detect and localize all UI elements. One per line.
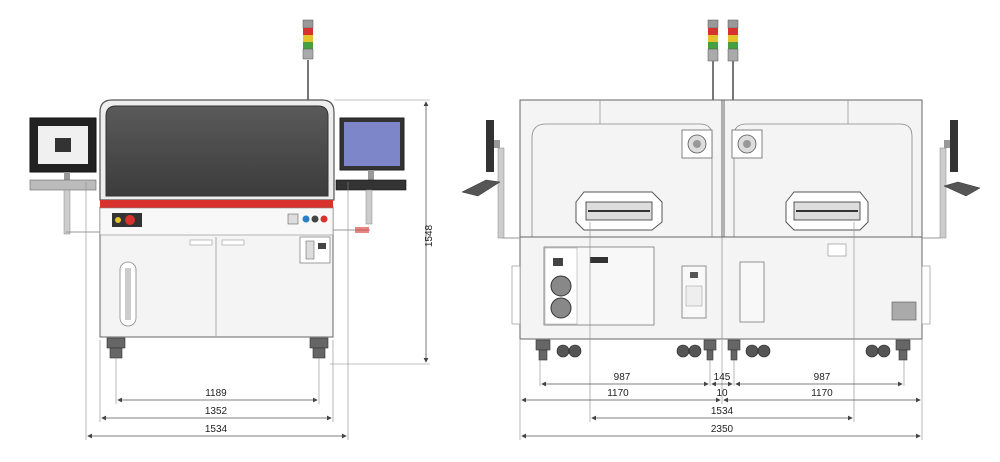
side-control-box [299, 236, 331, 264]
control-box-slot [305, 240, 315, 260]
control-box-indicator [318, 243, 326, 249]
gauge-icon [550, 297, 572, 319]
dim-1170-left: 1170 [607, 388, 629, 399]
gauge-icon [550, 275, 572, 297]
side-monitor-left-icon [461, 120, 520, 239]
dim-1534-side: 1534 [711, 406, 734, 417]
status-lamp-icon [115, 217, 121, 223]
vent-left-icon [681, 129, 713, 159]
conveyor-window-right [785, 191, 869, 231]
side-feet [535, 339, 911, 361]
dim-987-right: 987 [814, 372, 831, 383]
side-guard-right [921, 265, 931, 325]
switch-icon [287, 213, 299, 225]
dim-145: 145 [714, 372, 731, 383]
panel-slot [590, 257, 608, 263]
hood-window [105, 105, 329, 197]
dim-10: 10 [716, 388, 728, 399]
signal-tower-icon [707, 19, 719, 100]
button-dark-icon [311, 215, 319, 223]
slot-glass [125, 268, 131, 320]
access-cover [891, 301, 917, 321]
dim-2350: 2350 [711, 424, 734, 435]
center-panel-window [685, 285, 703, 307]
dim-height: 1548 [424, 224, 435, 247]
emergency-stop-icon [125, 215, 135, 225]
dim-width-1534: 1534 [205, 424, 228, 435]
dim-width-1189: 1189 [205, 388, 227, 399]
vent-right-icon [731, 129, 763, 159]
conveyor-window-left [575, 191, 663, 231]
front-view: 1548 1189 1352 1534 [29, 19, 435, 440]
accent-stripe [100, 200, 333, 208]
side-monitor-right-icon [922, 120, 981, 239]
front-feet [106, 337, 329, 359]
side-guard-left [511, 265, 521, 325]
dim-987-left: 987 [614, 372, 631, 383]
right-door-panel [739, 261, 765, 323]
signal-tower-icon [302, 19, 314, 100]
right-monitor-icon [333, 117, 407, 233]
signal-tower-icon [727, 19, 739, 100]
side-view: 987 145 987 1170 10 1170 1534 2350 [461, 19, 981, 440]
center-panel-indicator [690, 272, 698, 278]
label-plate [827, 243, 847, 257]
left-monitor-icon [29, 117, 100, 235]
dim-1170-right: 1170 [811, 388, 833, 399]
button-red-icon [320, 215, 328, 223]
button-blue-icon [302, 215, 310, 223]
dim-width-1352: 1352 [205, 406, 228, 417]
door-handle-left [189, 239, 213, 246]
panel-switch [553, 258, 563, 266]
door-handle-right [221, 239, 245, 246]
